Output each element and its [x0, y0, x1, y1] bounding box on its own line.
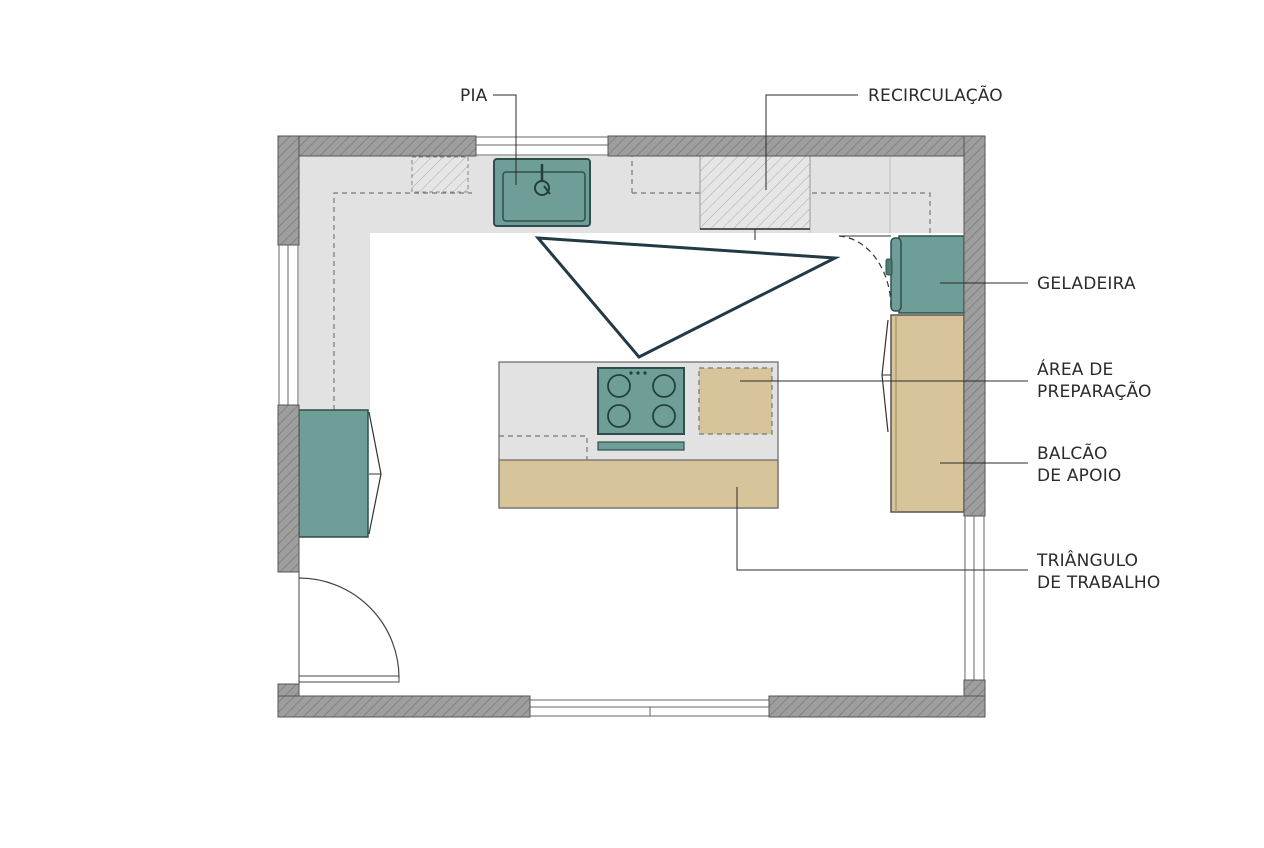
label-area-preparacao-line2: PREPARAÇÃO — [1037, 380, 1152, 402]
leader-lines — [493, 94, 1028, 571]
window-top — [476, 136, 608, 156]
label-geladeira: GELADEIRA — [1037, 274, 1136, 294]
hatched-cabinet-block — [411, 156, 469, 193]
labels: PIA RECIRCULAÇÃO GELADEIRA ÁREA DE PREPA… — [460, 84, 1161, 593]
label-triangulo-line1: TRIÂNGULO — [1036, 549, 1138, 571]
support-counter — [881, 314, 965, 513]
window-bottom — [530, 699, 769, 717]
label-pia: PIA — [460, 86, 488, 106]
recirculation-hood — [699, 155, 811, 230]
work-triangle — [534, 236, 841, 359]
window-left — [278, 245, 299, 405]
label-triangulo-line2: DE TRABALHO — [1037, 573, 1161, 593]
refrigerator — [838, 235, 965, 314]
tall-cabinet-left — [298, 409, 382, 538]
l-shaped-counter — [299, 156, 964, 411]
label-area-preparacao-line1: ÁREA DE — [1037, 358, 1113, 380]
window-right — [964, 516, 985, 680]
label-balcao-apoio-line1: BALCÃO — [1037, 442, 1108, 464]
entry-door — [298, 572, 400, 684]
label-recirculacao: RECIRCULAÇÃO — [868, 84, 1003, 106]
sink — [493, 158, 591, 227]
walls — [277, 135, 986, 718]
cooktop — [597, 367, 685, 451]
label-balcao-apoio-line2: DE APOIO — [1037, 466, 1122, 486]
